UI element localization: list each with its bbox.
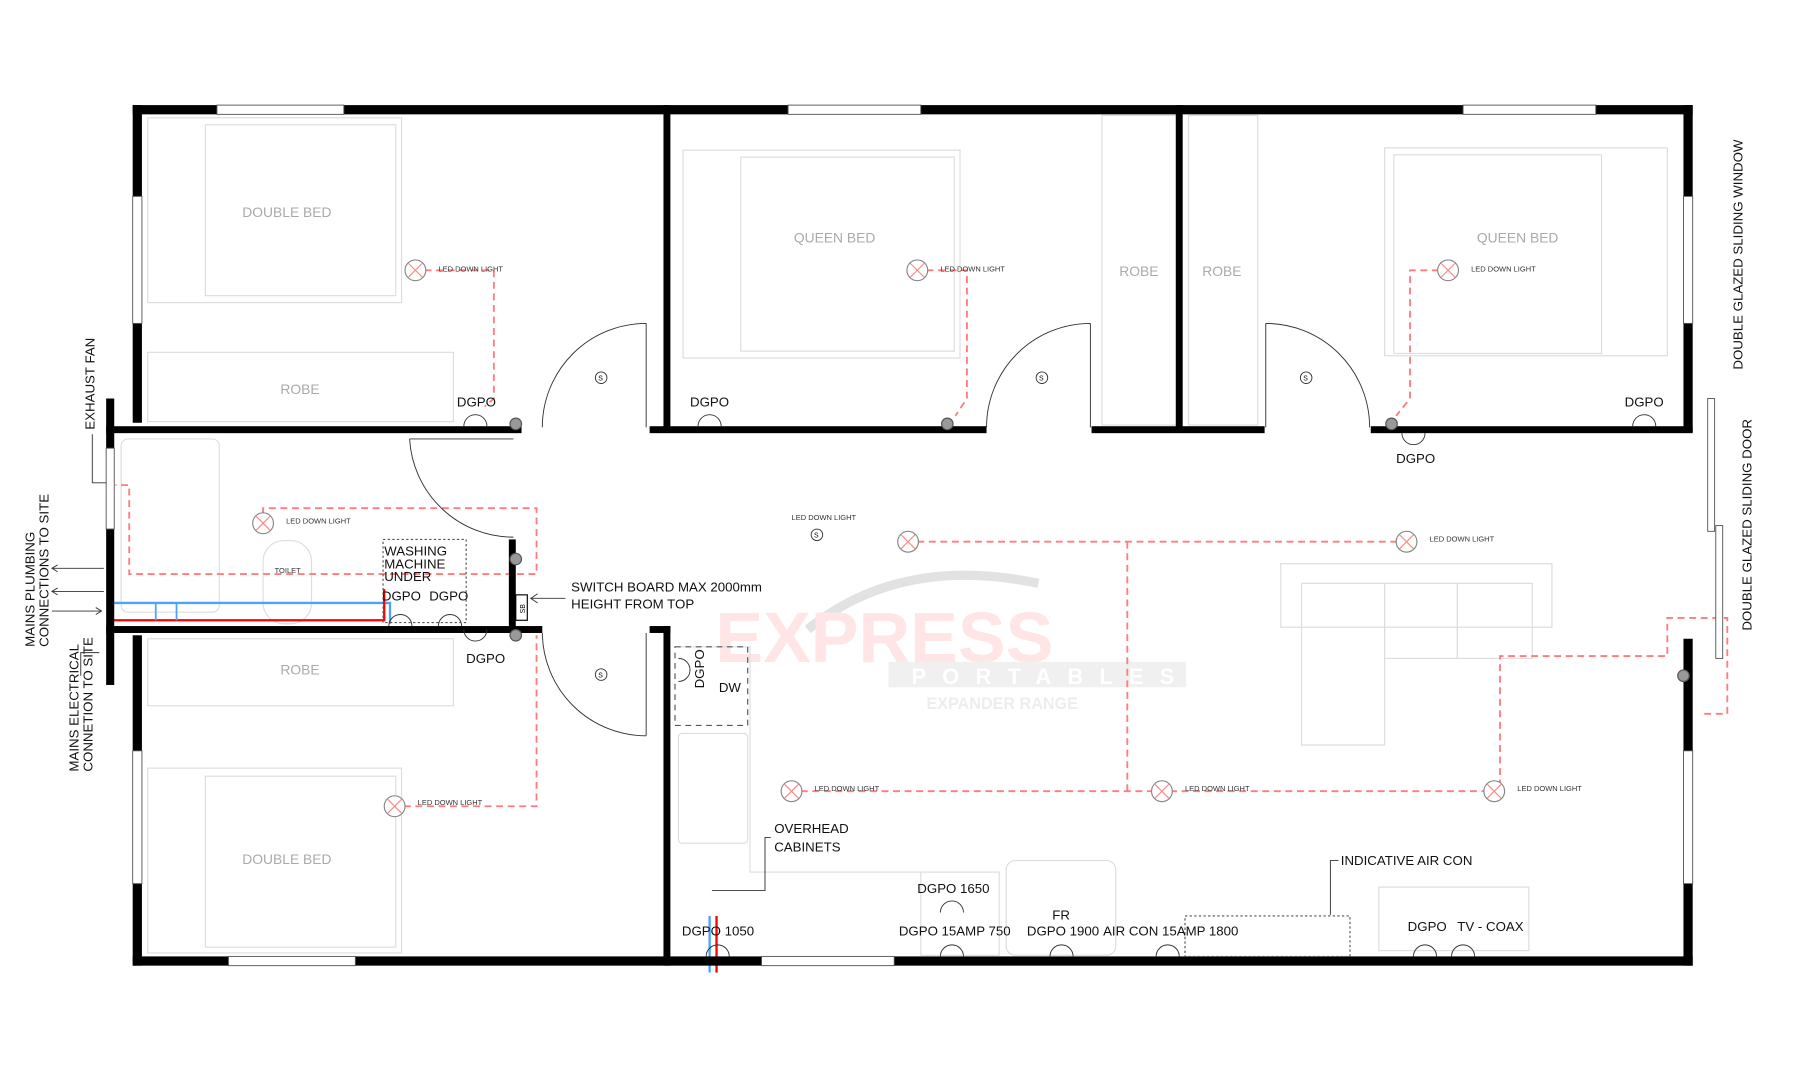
logo-portables: PORTABLES: [912, 664, 1191, 689]
room-label-double-bed-2: DOUBLE BED: [242, 851, 331, 867]
dgpo-label: DGPO: [429, 589, 468, 604]
power-outlets: DGPO DGPO DGPO DGPO DGPO DGPO DGPO DGPO …: [382, 395, 1664, 957]
windows: [105, 104, 1724, 967]
switch-icon: S: [1039, 376, 1044, 383]
switch-board-note: SWITCH BOARD MAX 2000mm: [571, 579, 762, 594]
room-label-queen-bed-1: QUEEN BED: [794, 230, 876, 246]
mains-electrical-note: CONNETION TO SITE: [80, 637, 95, 772]
overhead-cabinets-note: OVERHEAD: [774, 821, 848, 836]
led-label: LED DOWN LIGHT: [438, 264, 503, 273]
furniture: [120, 114, 1668, 956]
washing-machine-label: UNDER: [384, 569, 431, 584]
dgpo-label: DGPO: [1396, 451, 1435, 466]
switch-icon: S: [814, 533, 819, 540]
dishwasher-label: DW: [719, 680, 742, 695]
room-label-robe-3: ROBE: [1202, 263, 1241, 279]
exhaust-fan-note: EXHAUST FAN: [83, 338, 98, 430]
room-label-toilet: TOILET: [275, 566, 302, 575]
led-label: LED DOWN LIGHT: [1185, 784, 1250, 793]
electrical-circuits: [115, 269, 1729, 808]
led-label: LED DOWN LIGHT: [815, 784, 880, 793]
led-label: LED DOWN LIGHT: [286, 516, 351, 525]
dgpo-1650-label: DGPO 1650: [917, 881, 989, 896]
led-down-lights: LED DOWN LIGHT LED DOWN LIGHT LED DOWN L…: [252, 259, 1582, 818]
dgpo-label: DGPO: [466, 651, 505, 666]
logo-expander-range: EXPANDER RANGE: [927, 695, 1079, 713]
dgpo-label: DGPO: [382, 589, 421, 604]
led-label: LED DOWN LIGHT: [792, 513, 857, 522]
led-label: LED DOWN LIGHT: [1471, 264, 1536, 273]
led-label: LED DOWN LIGHT: [1430, 535, 1495, 544]
washing-machine-label: MACHINE: [384, 556, 445, 571]
mains-plumbing-note: CONNECTIONS TO SITE: [36, 494, 51, 647]
mains-plumbing-note: MAINS PLUMBING: [23, 532, 38, 647]
dgpo-label: DGPO: [1408, 919, 1447, 934]
dgpo-label: DGPO: [690, 395, 729, 410]
sliding-window-note: DOUBLE GLAZED SLIDING WINDOW: [1730, 139, 1745, 370]
plumbing: [107, 589, 718, 973]
sliding-door: [1707, 398, 1716, 532]
mains-electrical-note: MAINS ELECTRICAL: [66, 644, 81, 772]
room-label-queen-bed-2: QUEEN BED: [1477, 230, 1559, 246]
led-label: LED DOWN LIGHT: [418, 798, 483, 807]
dgpo-1900-label: DGPO 1900: [1027, 924, 1099, 939]
led-label: LED DOWN LIGHT: [940, 264, 1005, 273]
room-label-robe-1: ROBE: [280, 381, 319, 397]
watermark-logo: EXPRESS PORTABLES EXPANDER RANGE: [715, 570, 1191, 713]
fridge-label: FR: [1052, 907, 1070, 922]
dgpo-label: DGPO: [1625, 395, 1664, 410]
overhead-cabinets-note: CABINETS: [774, 839, 840, 854]
dgpo-label: DGPO: [692, 649, 707, 688]
air-con-1800-label: AIR CON 15AMP 1800: [1103, 924, 1238, 939]
room-label-robe-2: ROBE: [1119, 263, 1158, 279]
switches: S S S S S: [509, 371, 1690, 683]
sliding-door-note: DOUBLE GLAZED SLIDING DOOR: [1740, 419, 1755, 631]
switch-icon: S: [1303, 376, 1308, 383]
annotations: SWITCH BOARD MAX 2000mm HEIGHT FROM TOP …: [23, 139, 1755, 939]
dgpo-label: DGPO: [457, 395, 496, 410]
led-label: LED DOWN LIGHT: [1517, 784, 1582, 793]
room-label-double-bed-1: DOUBLE BED: [242, 204, 331, 220]
switch-icon: S: [598, 376, 603, 383]
air-con-unit: [1184, 915, 1351, 957]
indicative-air-con-note: INDICATIVE AIR CON: [1341, 853, 1473, 868]
doors[interactable]: [409, 322, 1371, 737]
room-label-robe-4: ROBE: [280, 662, 319, 678]
tv-coax-label: TV - COAX: [1457, 919, 1523, 934]
dgpo-15amp-750-label: DGPO 15AMP 750: [899, 924, 1011, 939]
washing-machine-label: WASHING: [384, 544, 447, 559]
dgpo-1050-label: DGPO 1050: [682, 924, 754, 939]
switch-icon: S: [598, 672, 603, 679]
switchboard-label: SB: [520, 604, 527, 614]
switch-board-note: HEIGHT FROM TOP: [571, 597, 694, 612]
